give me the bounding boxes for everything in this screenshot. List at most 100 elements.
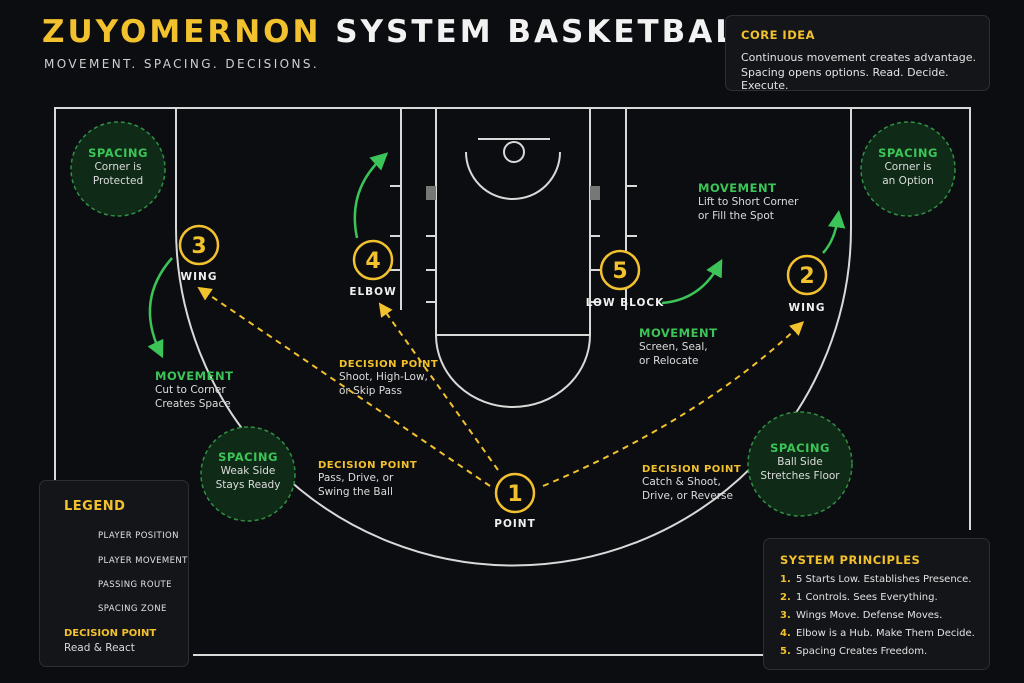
player-1-label: POINT <box>494 518 536 530</box>
lane-hash-marks <box>390 185 637 303</box>
movement-text: Cut to Corner <box>155 384 226 396</box>
movement-heading: MOVEMENT <box>639 326 718 340</box>
core-idea-line-2: Spacing opens options. Read. Decide. Exe… <box>741 66 949 92</box>
restricted-arc <box>465 151 561 200</box>
decision-text: or Skip Pass <box>339 385 402 397</box>
spacing-zone-top-left <box>70 121 166 217</box>
player-2-number: 2 <box>799 264 814 289</box>
principle-item: 3. Wings Move. Defense Moves. <box>780 610 942 621</box>
movement-text: Screen, Seal, <box>639 341 708 353</box>
decision-note-wing: DECISION POINT Catch & Shoot, Drive, or … <box>642 464 741 503</box>
spacing-zone-ball-side <box>747 411 853 517</box>
spacing-heading: SPACING <box>878 146 938 160</box>
principle-text: Wings Move. Defense Moves. <box>796 610 943 621</box>
principle-text: 5 Starts Low. Establishes Presence. <box>796 574 972 585</box>
court-lines <box>54 107 971 656</box>
legend-item-pass: PASSING ROUTE <box>98 580 172 590</box>
movement-arrow-2 <box>822 210 846 254</box>
legend-item-spacing: SPACING ZONE <box>98 604 167 614</box>
player-4-label: ELBOW <box>349 286 397 298</box>
pass-route-1-to-3 <box>197 286 491 487</box>
movement-arrows <box>147 152 846 359</box>
movement-arrow-4 <box>353 152 389 239</box>
decision-note-point: DECISION POINT Pass, Drive, or Swing the… <box>318 460 417 499</box>
player-3-marker <box>178 224 220 266</box>
free-throw-circle <box>435 334 591 408</box>
three-point-line <box>175 108 852 567</box>
spacing-text: Protected <box>92 175 144 187</box>
spacing-zones <box>70 121 956 522</box>
spacing-text: Stays Ready <box>215 479 281 491</box>
spacing-heading: SPACING <box>218 450 278 464</box>
rim <box>503 141 525 163</box>
legend-item-player: PLAYER POSITION <box>98 531 179 541</box>
decision-text: Shoot, High-Low, <box>339 371 428 383</box>
player-4-marker <box>352 239 394 281</box>
movement-text: Creates Space <box>155 398 231 410</box>
principle-item: 1. 5 Starts Low. Establishes Presence. <box>780 574 972 585</box>
pass-route-1-to-4 <box>378 302 499 471</box>
player-1-number: 1 <box>507 482 522 507</box>
player-5-marker <box>599 249 641 291</box>
spacing-label-ball-side: SPACING Ball Side Stretches Floor <box>750 441 850 483</box>
spacing-label-top-right: SPACING Corner is an Option <box>863 146 953 188</box>
player-3-number: 3 <box>191 234 206 259</box>
decision-heading: DECISION POINT <box>642 464 742 475</box>
spacing-text: Stretches Floor <box>760 470 840 482</box>
page-title: ZUYOMERNON SYSTEM BASKETBALL <box>42 14 761 50</box>
movement-note-2: MOVEMENT Lift to Short Corner or Fill th… <box>698 181 798 223</box>
principles-heading: SYSTEM PRINCIPLES <box>780 553 921 567</box>
player-2-label: WING <box>788 302 826 314</box>
core-idea-line-1: Continuous movement creates advantage. <box>741 51 977 64</box>
spacing-heading: SPACING <box>770 441 830 455</box>
principle-number: 3. <box>780 610 791 621</box>
spacing-zone-weak-side <box>200 426 296 522</box>
decision-text: Swing the Ball <box>318 486 393 498</box>
movement-text: or Relocate <box>639 355 699 367</box>
legend-decision-text: Read & React <box>64 642 135 654</box>
decision-text: Pass, Drive, or <box>318 472 394 484</box>
core-idea-panel: CORE IDEA Continuous movement creates ad… <box>725 15 990 92</box>
spacing-label-weak-side: SPACING Weak Side Stays Ready <box>203 450 293 492</box>
spacing-text: Weak Side <box>220 465 276 477</box>
player-5-label: LOW BLOCK <box>585 297 665 309</box>
principle-number: 4. <box>780 628 791 639</box>
player-4-number: 4 <box>365 249 380 274</box>
legend-item-movement: PLAYER MOVEMENT <box>98 556 188 566</box>
player-1-marker <box>494 472 536 514</box>
spacing-heading: SPACING <box>88 146 148 160</box>
principle-item: 5.Spacing Creates Freedom. <box>780 646 927 657</box>
player-markers <box>178 224 828 514</box>
title-rest: SYSTEM BASKETBALL <box>335 14 761 50</box>
movement-note-3: MOVEMENT Cut to Corner Creates Space <box>155 369 233 411</box>
decision-heading: DECISION POINT <box>318 460 418 471</box>
player-5-number: 5 <box>612 259 627 284</box>
system-principles-panel: SYSTEM PRINCIPLES 1. 5 Starts Low. Establ… <box>763 538 990 670</box>
spacing-text: Corner is <box>884 161 932 173</box>
passing-routes <box>197 286 805 487</box>
title-brand: ZUYOMERNON <box>42 14 322 50</box>
paint-lane <box>435 107 591 336</box>
spacing-text: Corner is <box>94 161 142 173</box>
principle-item: 4. Elbow is a Hub. Make Them Decide. <box>780 628 975 639</box>
legend-decision-heading: DECISION POINT <box>64 628 157 639</box>
principle-number: 1. <box>780 574 791 585</box>
page-subtitle: MOVEMENT. SPACING. DECISIONS. <box>44 57 320 71</box>
spacing-zone-top-right <box>860 121 956 217</box>
block-mark-right <box>590 186 600 200</box>
player-2-marker <box>786 254 828 296</box>
movement-text: Lift to Short Corner <box>698 196 799 208</box>
player-3-label: WING <box>180 271 218 283</box>
movement-arrow-5 <box>661 258 723 305</box>
movement-note-5: MOVEMENT Screen, Seal, or Relocate <box>639 326 717 368</box>
principle-text: Elbow is a Hub. Make Them Decide. <box>796 628 975 639</box>
decision-heading: DECISION POINT <box>339 359 439 370</box>
legend-heading: LEGEND <box>64 499 126 514</box>
principle-text: 1 Controls. Sees Everything. <box>796 592 938 603</box>
decision-note-elbow: DECISION POINT Shoot, High-Low, or Skip … <box>339 359 438 398</box>
core-idea-heading: CORE IDEA <box>741 28 816 42</box>
spacing-label-top-left: SPACING Corner is Protected <box>73 146 163 188</box>
decision-text: Catch & Shoot, <box>642 476 721 488</box>
pass-route-1-to-2 <box>542 321 805 487</box>
